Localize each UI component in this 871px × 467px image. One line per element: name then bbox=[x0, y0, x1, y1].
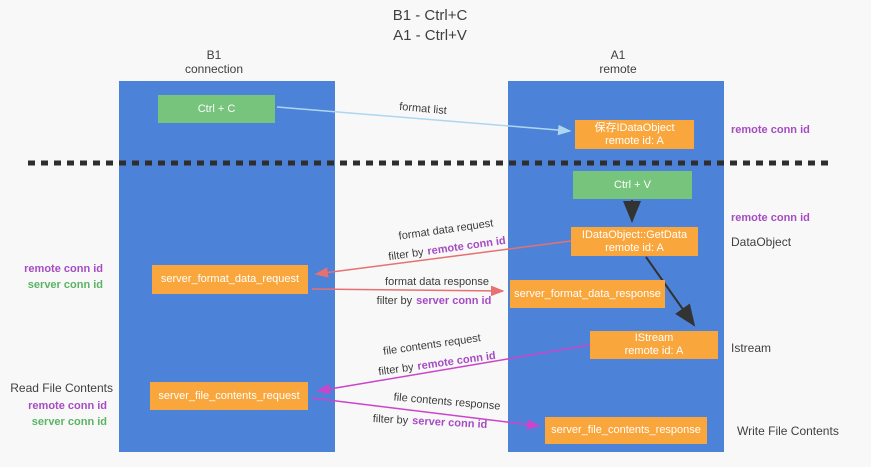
remote-conn-id-annotation-mid: remote conn id bbox=[731, 212, 810, 224]
remote-conn-id-annotation-top: remote conn id bbox=[731, 124, 810, 136]
write-file-contents-annotation: Write File Contents bbox=[737, 424, 839, 438]
save-dataobject-line2: remote id: A bbox=[605, 134, 664, 147]
right-column-header: A1 remote bbox=[599, 48, 636, 76]
server-conn-id-filter-text: server conn id bbox=[416, 295, 492, 307]
format-list-edge-label: format list bbox=[398, 100, 448, 118]
server-file-contents-request-label: server_file_contents_request bbox=[158, 389, 300, 402]
left-column-name: B1 bbox=[206, 48, 222, 62]
ctrl-c-node: Ctrl + C bbox=[158, 95, 275, 123]
server-conn-id-annotation-left: server conn id bbox=[27, 279, 103, 291]
format-data-response-arrow bbox=[311, 285, 505, 297]
right-column-name: A1 bbox=[610, 48, 626, 62]
read-file-contents-annotation: Read File Contents bbox=[10, 381, 113, 395]
istream-annotation: Istream bbox=[731, 341, 772, 355]
istream-line1: IStream bbox=[634, 332, 674, 344]
save-dataobject-line1: 保存IDataObject bbox=[594, 121, 675, 134]
left-conn-id-annotation-group: remote conn id server conn id bbox=[24, 261, 103, 293]
remote-conn-id-annotation-left: remote conn id bbox=[24, 263, 103, 275]
server-file-contents-request-node: server_file_contents_request bbox=[150, 382, 308, 410]
istream-line2: remote id: A bbox=[624, 345, 684, 357]
diagram-title-line2: A1 - Ctrl+V bbox=[393, 27, 467, 44]
server-conn-id-filter-text: server conn id bbox=[411, 415, 488, 431]
left-column-header: B1 connection bbox=[185, 48, 243, 76]
dataobject-annotation: DataObject bbox=[731, 235, 792, 249]
right-column-role: remote bbox=[599, 62, 637, 76]
idataobject-getdata-node: IDataObject::GetData remote id: A bbox=[571, 227, 698, 256]
server-file-contents-response-node: server_file_contents_response bbox=[545, 417, 707, 444]
save-dataobject-node: 保存IDataObject remote id: A bbox=[575, 120, 694, 149]
format-data-response-edge-label: format data response bbox=[385, 276, 489, 288]
istream-node: IStream remote id: A bbox=[590, 331, 718, 359]
filter-by-text: filter by bbox=[376, 295, 413, 307]
server-format-data-response-label: server_format_data_response bbox=[514, 287, 661, 300]
ctrl-v-label: Ctrl + V bbox=[614, 178, 651, 191]
left-conn-id-annotation-group-bottom: remote conn id server conn id bbox=[28, 398, 107, 430]
remote-conn-id-filter-text: remote conn id bbox=[416, 349, 497, 373]
filter-by-text: filter by bbox=[372, 413, 409, 427]
diagram-title-line1: B1 - Ctrl+C bbox=[392, 7, 468, 24]
getdata-line1: IDataObject::GetData bbox=[581, 228, 688, 241]
server-format-data-response-node: server_format_data_response bbox=[510, 280, 665, 308]
getdata-line2: remote id: A bbox=[605, 241, 664, 254]
remote-conn-id-filter-text: remote conn id bbox=[426, 234, 507, 258]
server-format-data-request-label: server_format_data_request bbox=[160, 273, 300, 285]
filter-by-text: filter by bbox=[387, 246, 425, 264]
server-format-data-request-node: server_format_data_request bbox=[152, 265, 308, 294]
filter-by-text: filter by bbox=[377, 361, 415, 379]
server-file-contents-response-label: server_file_contents_response bbox=[551, 424, 701, 436]
diagram-title: B1 - Ctrl+C A1 - Ctrl+V bbox=[0, 6, 860, 46]
file-contents-response-edge-label: file contents response bbox=[393, 391, 501, 413]
ctrl-c-label: Ctrl + C bbox=[197, 102, 236, 115]
left-column-role: connection bbox=[184, 62, 244, 76]
server-conn-id-annotation-left-bottom: server conn id bbox=[31, 416, 107, 428]
remote-conn-id-annotation-left-bottom: remote conn id bbox=[28, 400, 107, 412]
ctrl-v-node: Ctrl + V bbox=[573, 171, 692, 199]
